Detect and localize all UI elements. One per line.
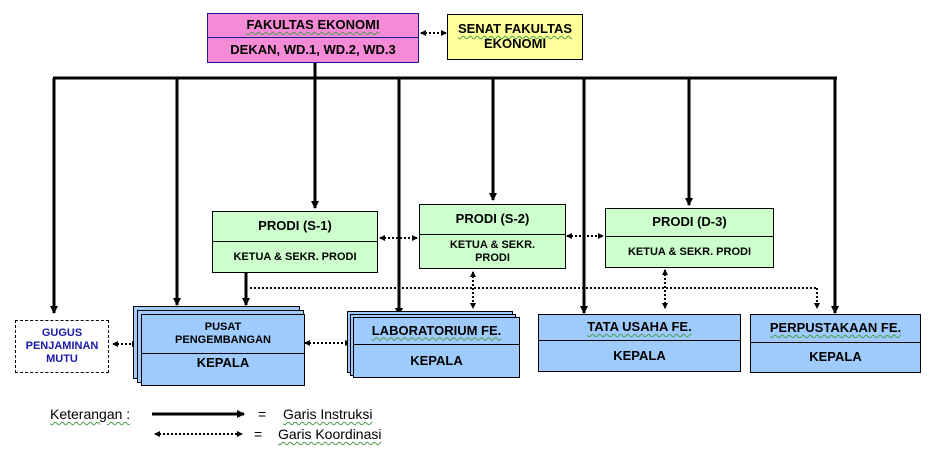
lab-box[interactable]: LABORATORIUM FE. KEPALA	[353, 317, 520, 378]
faculty-box[interactable]: FAKULTAS EKONOMI DEKAN, WD.1, WD.2, WD.3	[207, 13, 419, 63]
pusat-line2: PENGEMBANGAN	[175, 334, 271, 346]
senate-line1: SENAT FAKULTAS	[457, 21, 573, 37]
prodi-s2-subtitle-line1: KETUA & SEKR.	[449, 238, 536, 251]
prodi-s2-subtitle-line2: PRODI	[475, 251, 510, 264]
prodi-s2-box[interactable]: PRODI (S-2) KETUA & SEKR. PRODI	[419, 204, 566, 269]
gugus-box[interactable]: GUGUS PENJAMINAN MUTU	[15, 320, 109, 373]
tata-usaha-head: KEPALA	[539, 340, 740, 371]
instruction-lines	[50, 63, 839, 316]
tata-usaha-box[interactable]: TATA USAHA FE. KEPALA	[538, 314, 741, 372]
legend-coordination-text: Garis Koordinasi	[278, 426, 382, 442]
prodi-d3-box[interactable]: PRODI (D-3) KETUA & SEKR. PRODI	[605, 208, 774, 268]
coordination-lines	[112, 30, 820, 347]
faculty-leadership: DEKAN, WD.1, WD.2, WD.3	[208, 37, 418, 62]
prodi-d3-subtitle: KETUA & SEKR. PRODI	[606, 236, 773, 267]
legend-label: Keterangan :	[50, 406, 131, 422]
prodi-s1-box[interactable]: PRODI (S-1) KETUA & SEKR. PRODI	[212, 211, 378, 273]
legend-instruction-equals: =	[258, 406, 267, 422]
pusat-box[interactable]: PUSAT PENGEMBANGAN KEPALA	[141, 314, 305, 386]
prodi-s2-title: PRODI (S-2)	[455, 211, 530, 227]
legend-coordination-equals: =	[254, 426, 263, 442]
faculty-title: FAKULTAS EKONOMI	[246, 17, 380, 33]
prodi-s1-subtitle: KETUA & SEKR. PRODI	[213, 241, 377, 272]
senate-box[interactable]: SENAT FAKULTAS EKONOMI	[447, 14, 583, 60]
gugus-line1: GUGUS	[41, 326, 83, 339]
prodi-d3-title: PRODI (D-3)	[652, 214, 727, 230]
pusat-head: KEPALA	[142, 353, 304, 385]
gugus-line2: PENJAMINAN	[25, 339, 99, 352]
lab-head: KEPALA	[354, 344, 519, 377]
perpustakaan-head: KEPALA	[751, 342, 920, 372]
pusat-line1: PUSAT	[204, 321, 242, 334]
perpustakaan-box[interactable]: PERPUSTAKAAN FE. KEPALA	[750, 314, 921, 373]
perpustakaan-title: PERPUSTAKAAN FE.	[769, 320, 902, 336]
pusat-title: PUSAT PENGEMBANGAN	[142, 315, 304, 353]
senate-line2: EKONOMI	[483, 36, 547, 51]
gugus-line3: MUTU	[46, 353, 78, 366]
tata-usaha-title: TATA USAHA FE.	[587, 319, 692, 335]
lab-title: LABORATORIUM FE.	[371, 322, 502, 338]
legend-instruction-text: Garis Instruksi	[283, 406, 373, 422]
prodi-s2-subtitle: KETUA & SEKR. PRODI	[420, 234, 565, 268]
prodi-s1-title: PRODI (S-1)	[258, 218, 332, 234]
